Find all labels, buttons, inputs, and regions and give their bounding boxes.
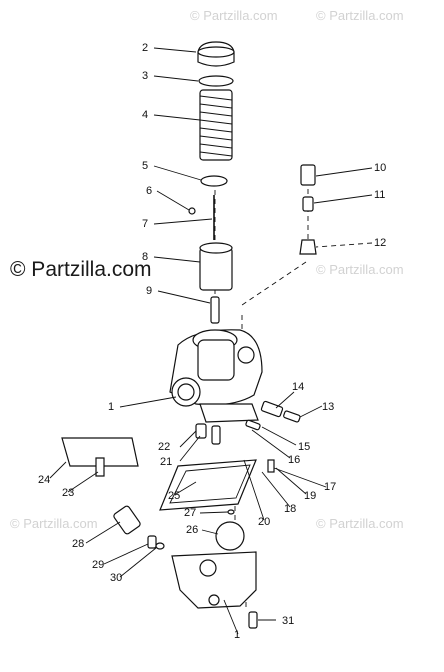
callout-9: 9 — [146, 285, 152, 297]
callout-14: 14 — [292, 381, 304, 393]
callout-7: 7 — [142, 218, 148, 230]
callout-29: 29 — [92, 559, 104, 571]
cap-part — [197, 41, 235, 67]
callout-30: 30 — [110, 572, 122, 584]
plate-part — [61, 437, 139, 467]
float-pin-part — [267, 459, 275, 473]
callout-26: 26 — [186, 524, 198, 536]
callout-22: 22 — [158, 441, 170, 453]
callout-21: 21 — [160, 456, 172, 468]
callout-23: 23 — [62, 487, 74, 499]
axis-line — [241, 261, 307, 306]
callout-12: 12 — [374, 237, 386, 249]
watermark-faint: © Partzilla.com — [316, 516, 404, 531]
callout-4: 4 — [142, 109, 148, 121]
needle-jet-part — [210, 296, 220, 324]
callout-1: 1 — [108, 401, 114, 413]
callout-13: 13 — [322, 401, 334, 413]
callout-6: 6 — [146, 185, 152, 197]
callout-8: 8 — [142, 251, 148, 263]
pilot-jet-part — [195, 423, 207, 439]
float-part — [215, 521, 245, 551]
spring-part — [199, 89, 233, 161]
callout-11: 11 — [374, 189, 385, 201]
watermark-faint: © Partzilla.com — [190, 8, 278, 23]
main-jet-part — [211, 425, 221, 445]
o-ring-part — [155, 542, 165, 550]
callout-labels: 2 3 4 5 6 7 8 9 10 11 12 1 13 14 15 16 1… — [38, 42, 386, 641]
watermark-faint: © Partzilla.com — [316, 8, 404, 23]
adjuster-part — [300, 164, 316, 186]
throttle-valve-part — [199, 242, 233, 291]
callout-10: 10 — [374, 162, 386, 174]
callout-31: 31 — [282, 615, 294, 627]
callout-19: 19 — [304, 490, 316, 502]
callout-27: 27 — [184, 507, 196, 519]
watermark-faint: © Partzilla.com — [316, 262, 404, 277]
plunger-part — [299, 239, 317, 255]
callout-15: 15 — [298, 441, 310, 453]
gasket-ring-part — [198, 75, 234, 87]
spring-small-part — [302, 196, 314, 212]
callout-3: 3 — [142, 70, 148, 82]
callout-20: 20 — [258, 516, 270, 528]
watermark-main: © Partzilla.com — [10, 258, 152, 281]
drain-screw-part — [147, 535, 157, 549]
watermark-faint: © Partzilla.com — [10, 516, 98, 531]
callout-18: 18 — [284, 503, 296, 515]
bowl-gasket-part — [159, 459, 257, 511]
ring-part — [227, 509, 235, 515]
callout-17: 17 — [324, 481, 336, 493]
callout-1-bottom: 1 — [234, 629, 240, 641]
retainer-part — [200, 175, 228, 187]
callout-2: 2 — [142, 42, 148, 54]
float-clip-part — [95, 457, 105, 477]
callout-24: 24 — [38, 474, 50, 486]
callout-28: 28 — [72, 538, 84, 550]
drain-fitting-part — [113, 505, 141, 535]
callout-16: 16 — [288, 454, 300, 466]
carburetor-body-part — [169, 329, 263, 423]
leader-lines — [49, 47, 373, 635]
float-bowl-part — [171, 551, 257, 609]
mixture-screw-part — [245, 419, 261, 431]
clip-part — [188, 207, 196, 215]
callout-5: 5 — [142, 160, 148, 172]
bowl-screw-part — [248, 611, 258, 629]
idle-screw-part — [260, 400, 301, 423]
callout-25: 25 — [168, 490, 180, 502]
